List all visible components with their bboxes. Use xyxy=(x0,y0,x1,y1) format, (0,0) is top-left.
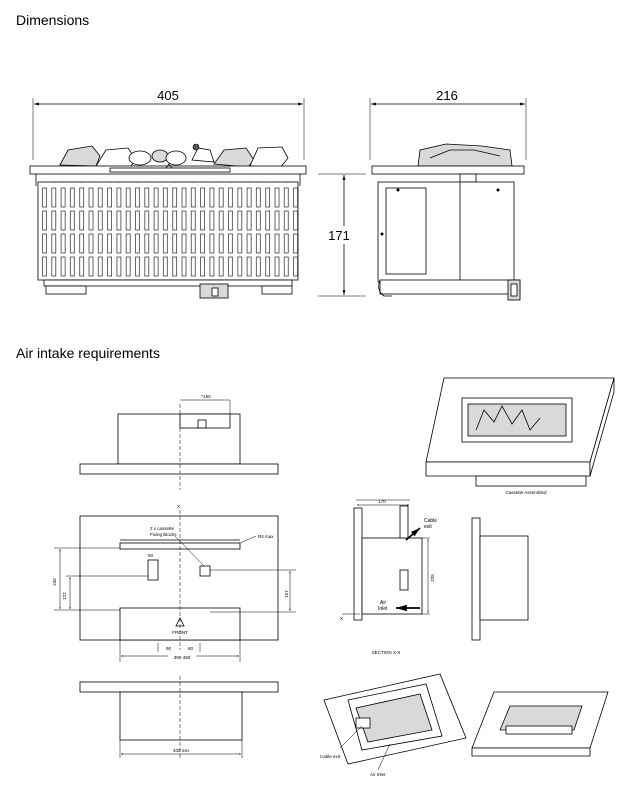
air-intake-heading: Air intake requirements xyxy=(16,345,160,361)
cable-exit-label-2: exit xyxy=(424,524,432,530)
label-150: *150 xyxy=(201,394,211,399)
dim-235: 235 xyxy=(430,574,435,582)
plan-view: X X 2 x cassette Fixing Blocks R4 max 24… xyxy=(52,504,296,662)
section-title: SECTION X-X xyxy=(372,650,401,655)
elevation-bottom: 400 min xyxy=(79,676,279,760)
height-dimension: 171 xyxy=(328,228,350,243)
dim-157: 157 xyxy=(284,590,289,598)
section-xx: 170 235 Cable exit Air Inlet X SECTION X… xyxy=(340,499,529,655)
width-dimension: 405 xyxy=(157,88,179,103)
dim-90: 90 xyxy=(166,646,172,651)
side-view: 216 171 xyxy=(318,88,527,301)
iso-cable-exit: Cable exit xyxy=(320,754,341,759)
dim-400-min: 400 min xyxy=(173,748,190,753)
dim-range: 390-450 xyxy=(174,655,191,660)
depth-dimension: 216 xyxy=(436,88,458,103)
fuel-bed-logs xyxy=(59,143,289,169)
air-inlet-label-1: Air xyxy=(380,600,386,606)
elevation-top: *150 xyxy=(79,394,279,490)
iso-air-inlet: Air Inlet xyxy=(370,772,386,777)
dim-80: 80 xyxy=(188,646,194,651)
front-label: FRONT xyxy=(172,630,188,635)
air-inlet-label-2: Inlet xyxy=(378,606,388,612)
dimensions-heading: Dimensions xyxy=(16,12,90,28)
iso-cassette-assembled: Cassette Assembled xyxy=(425,377,615,495)
dim-122: 122 xyxy=(62,592,67,600)
fixing-blocks-label-1: 2 x cassette xyxy=(150,526,175,531)
dim-170: 170 xyxy=(378,499,386,504)
front-view: 405 xyxy=(29,88,307,299)
cable-exit-label-1: Cable xyxy=(424,518,437,524)
x-marker-section: X xyxy=(340,616,343,621)
dim-50: 50 xyxy=(148,553,154,558)
r4-max-label: R4 max xyxy=(258,534,274,539)
iso-cutout-right xyxy=(471,691,609,757)
fixing-blocks-label-2: Fixing Blocks xyxy=(150,532,177,537)
dim-245: 245 xyxy=(52,578,57,586)
assembled-caption: Cassette Assembled xyxy=(505,490,547,495)
iso-cutout-left: Cable exit Air Inlet xyxy=(320,673,467,777)
x-marker-top: X xyxy=(177,504,180,509)
